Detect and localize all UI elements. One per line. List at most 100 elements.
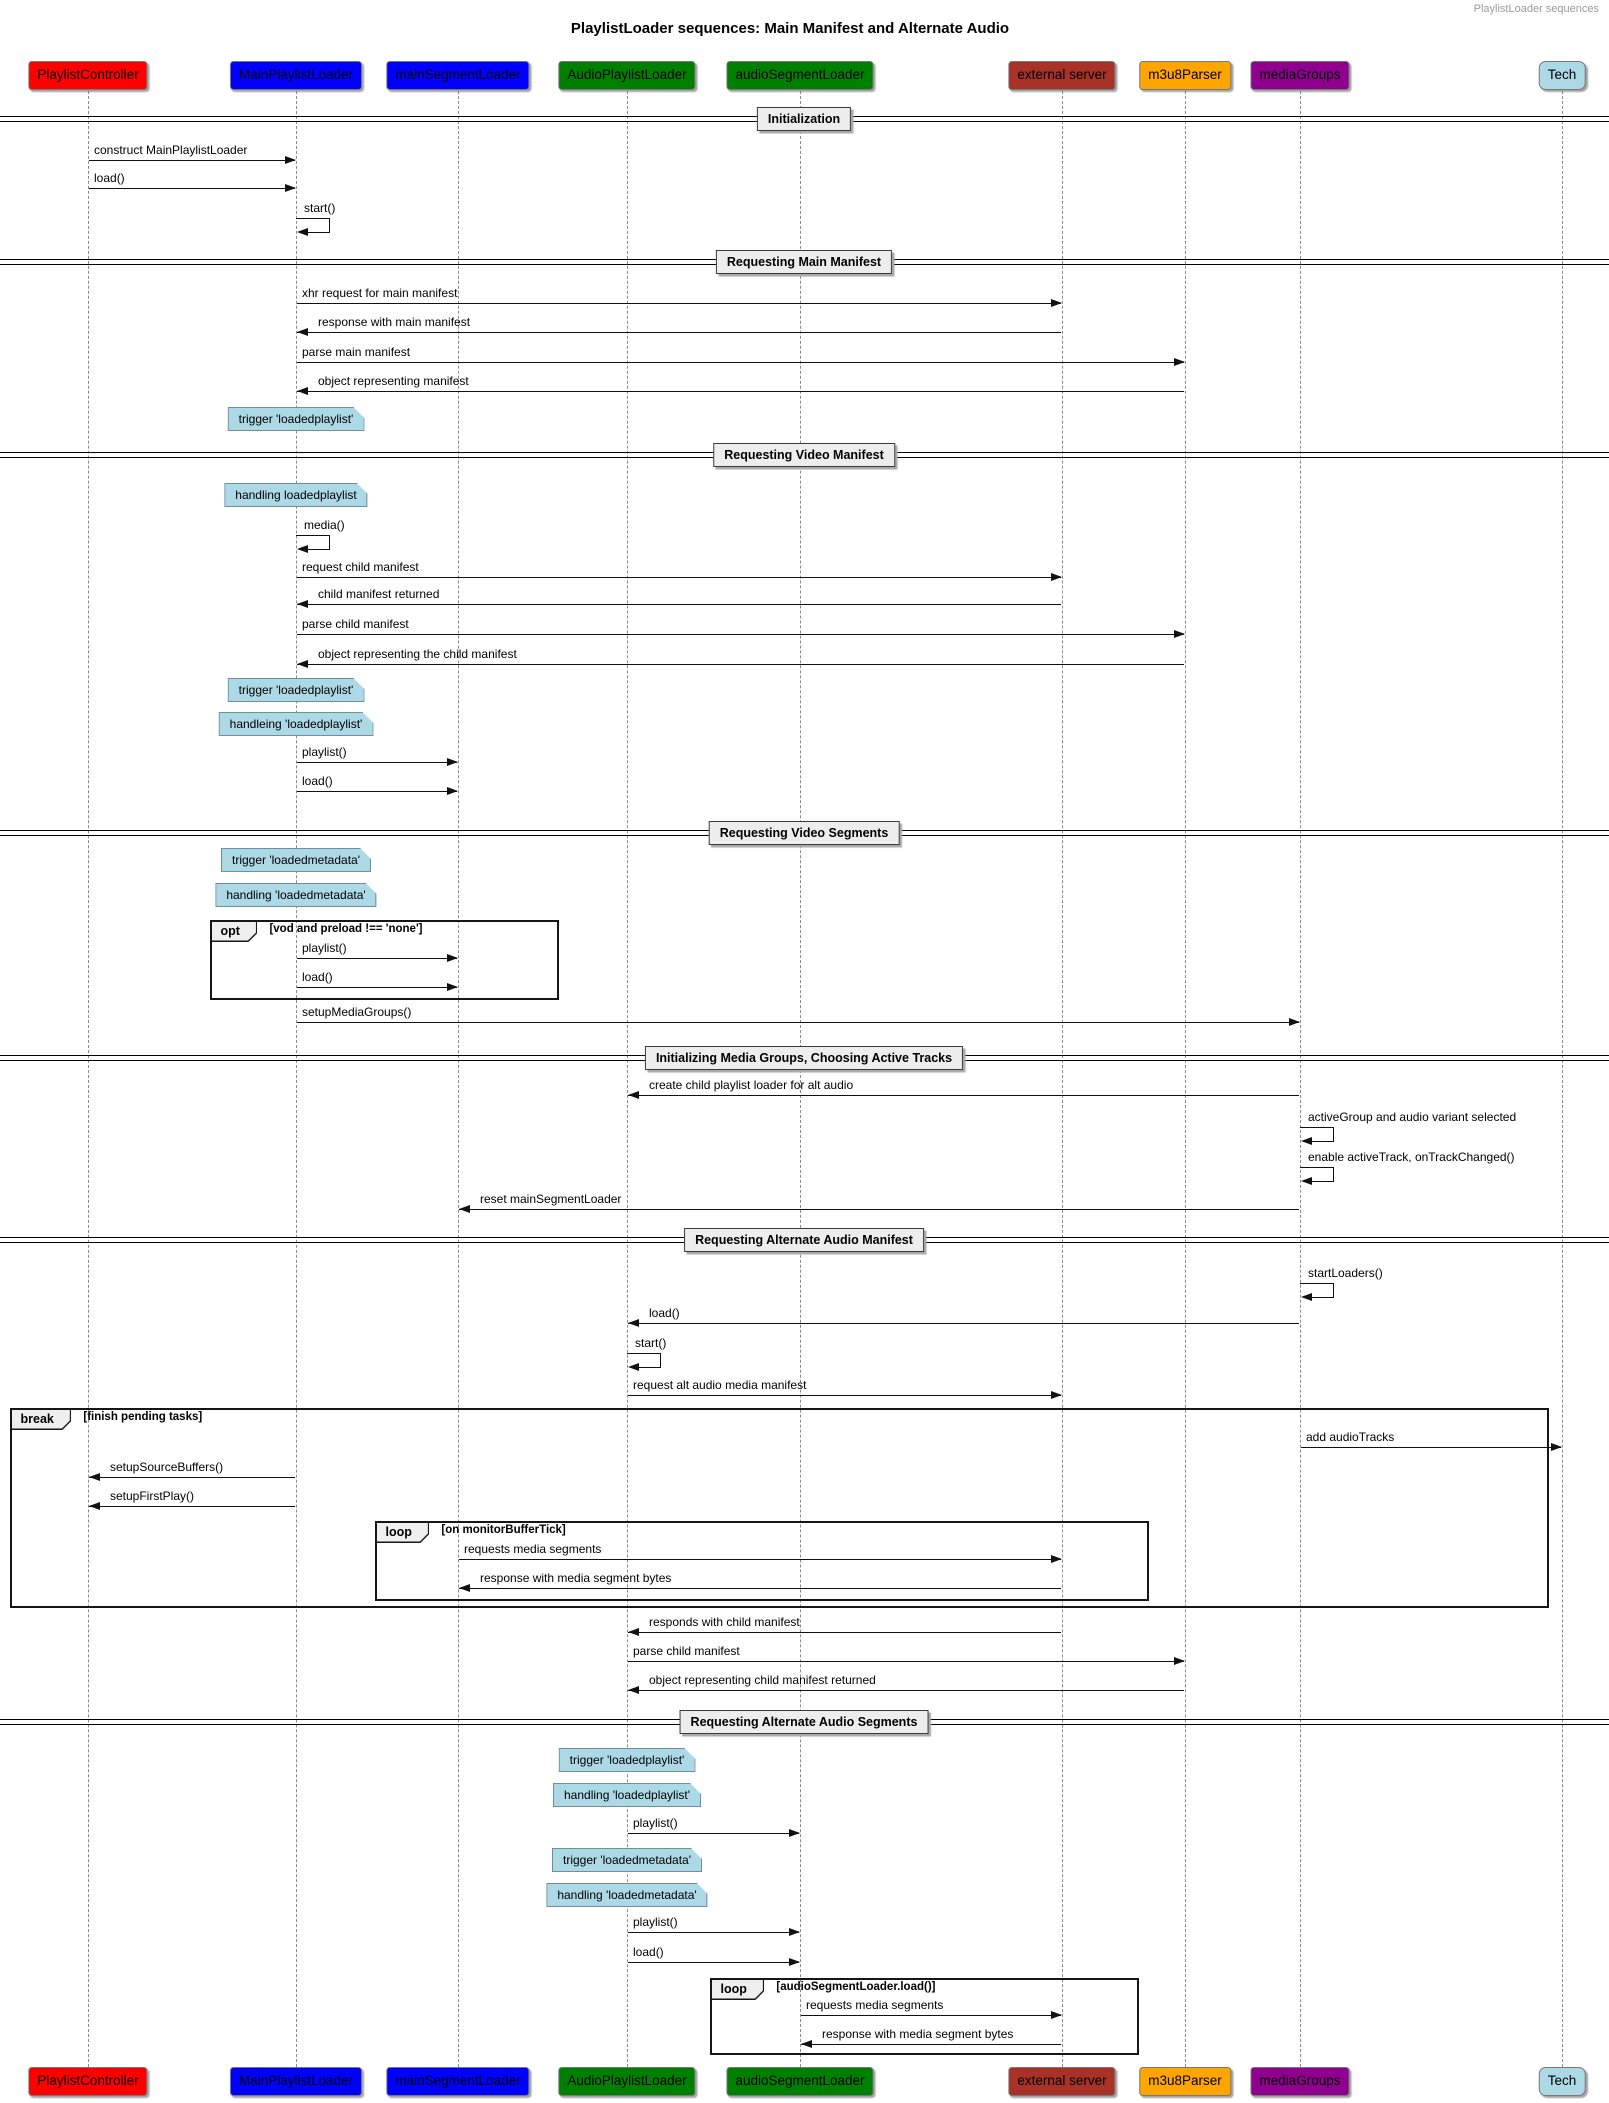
- participant-box-apl-top: AudioPlaylistLoader: [558, 61, 696, 90]
- arrowhead-icon: [89, 1473, 100, 1481]
- arrowhead-icon: [1301, 1177, 1312, 1185]
- message-line: [459, 1209, 1299, 1211]
- message-label: load(): [302, 970, 333, 984]
- arrowhead-icon: [801, 2040, 812, 2048]
- arrowhead-icon: [789, 1958, 800, 1966]
- message-label: responds with child manifest: [649, 1615, 800, 1629]
- message-line: [1301, 1447, 1561, 1449]
- message-line: [297, 987, 457, 989]
- message-line: [297, 332, 1061, 334]
- participant-box-pc-top: PlaylistController: [28, 61, 148, 90]
- arrowhead-icon: [297, 228, 308, 236]
- frame-label-pentagon: opt: [210, 920, 257, 942]
- message-label: setupSourceBuffers(): [110, 1460, 224, 1474]
- message-label: reset mainSegmentLoader: [480, 1192, 622, 1206]
- message-label: enable activeTrack, onTrackChanged(): [1308, 1150, 1515, 1164]
- message-line-return: [637, 1367, 661, 1369]
- message-label: playlist(): [633, 1816, 678, 1830]
- frame-condition: [on monitorBufferTick]: [441, 1524, 566, 1536]
- divider-label: Requesting Video Segments: [708, 821, 900, 845]
- message-line: [297, 303, 1061, 305]
- lifeline-asl: [800, 91, 801, 2067]
- message-line: [1300, 1167, 1333, 1169]
- message-line: [297, 1022, 1299, 1024]
- note: handling 'loadedplaylist': [553, 1783, 701, 1807]
- frame-keyword: break: [12, 1410, 70, 1429]
- message-line: [297, 391, 1184, 393]
- message-line: [459, 1588, 1061, 1590]
- message-line: [297, 958, 457, 960]
- participant-box-mg-top: mediaGroups: [1250, 61, 1350, 90]
- divider-label: Requesting Alternate Audio Segments: [679, 1710, 929, 1734]
- message-line: [297, 762, 457, 764]
- message-line: [297, 791, 457, 793]
- arrowhead-icon: [1174, 630, 1185, 638]
- lifeline-m3u8: [1185, 91, 1186, 2067]
- frame-keyword: loop: [377, 1523, 428, 1542]
- message-line-return: [306, 232, 330, 234]
- message-label: load(): [302, 774, 333, 788]
- message-label: playlist(): [633, 1915, 678, 1929]
- message-label: create child playlist loader for alt aud…: [649, 1078, 854, 1092]
- message-label: activeGroup and audio variant selected: [1308, 1110, 1517, 1124]
- message-line-vertical: [660, 1353, 662, 1367]
- lifeline-msl: [458, 91, 459, 2067]
- participant-box-m3u8-bottom: m3u8Parser: [1139, 2067, 1231, 2096]
- lifeline-apl: [627, 91, 628, 2067]
- message-line: [297, 577, 1061, 579]
- arrowhead-icon: [1051, 2011, 1062, 2019]
- participant-box-mpl-top: MainPlaylistLoader: [229, 61, 363, 90]
- message-line: [801, 2015, 1061, 2017]
- arrowhead-icon: [628, 1363, 639, 1371]
- arrowhead-icon: [1051, 1555, 1062, 1563]
- arrowhead-icon: [447, 787, 458, 795]
- note: handling loadedplaylist: [224, 483, 367, 507]
- note: trigger 'loadedmetadata': [552, 1848, 702, 1872]
- frame-loop: [375, 1521, 1149, 1601]
- note: trigger 'loadedmetadata': [221, 848, 371, 872]
- frame-keyword: loop: [712, 1980, 763, 1999]
- lifeline-mpl: [296, 91, 297, 2067]
- lifeline-es: [1062, 91, 1063, 2067]
- frame-label-pentagon: break: [10, 1408, 71, 1430]
- message-line-vertical: [1333, 1127, 1335, 1141]
- message-label: response with main manifest: [318, 315, 471, 329]
- frame-label-pentagon: loop: [375, 1521, 429, 1543]
- message-label: setupFirstPlay(): [110, 1489, 195, 1503]
- message-label: load(): [633, 1945, 664, 1959]
- arrowhead-icon: [297, 328, 308, 336]
- message-line: [89, 1477, 295, 1479]
- message-label: requests media segments: [806, 1998, 944, 2012]
- message-line: [89, 188, 295, 190]
- frame-keyword: opt: [212, 922, 256, 941]
- divider-label: Requesting Main Manifest: [715, 250, 893, 274]
- arrowhead-icon: [89, 1502, 100, 1510]
- participant-box-mg-bottom: mediaGroups: [1250, 2067, 1350, 2096]
- message-line: [627, 1353, 660, 1355]
- message-label: response with media segment bytes: [480, 1571, 672, 1585]
- participant-box-es-top: external server: [1008, 61, 1116, 90]
- message-line: [296, 218, 329, 220]
- frame-header-opt: opt[vod and preload !== 'none']: [210, 920, 423, 942]
- frame-header-loop: loop[audioSegmentLoader.load()]: [710, 1978, 935, 2000]
- message-line: [459, 1559, 1061, 1561]
- diagram-title: PlaylistLoader sequences: Main Manifest …: [570, 20, 1010, 37]
- message-line-return: [1310, 1181, 1334, 1183]
- frame-header-break: break[finish pending tasks]: [10, 1408, 202, 1430]
- participant-box-m3u8-top: m3u8Parser: [1139, 61, 1231, 90]
- lifeline-pc: [88, 91, 89, 2067]
- message-label: request child manifest: [302, 560, 419, 574]
- arrowhead-icon: [1174, 358, 1185, 366]
- lifeline-tech: [1562, 91, 1563, 2067]
- divider-label: Initialization: [756, 107, 852, 131]
- note: handling 'loadedmetadata': [546, 1883, 707, 1907]
- message-label: construct MainPlaylistLoader: [94, 143, 248, 157]
- frame-break: [10, 1408, 1549, 1608]
- message-label: add audioTracks: [1306, 1430, 1395, 1444]
- note: handling 'loadedmetadata': [215, 883, 376, 907]
- message-line: [1300, 1127, 1333, 1129]
- message-line: [628, 1833, 799, 1835]
- arrowhead-icon: [1289, 1018, 1300, 1026]
- message-label: setupMediaGroups(): [302, 1005, 412, 1019]
